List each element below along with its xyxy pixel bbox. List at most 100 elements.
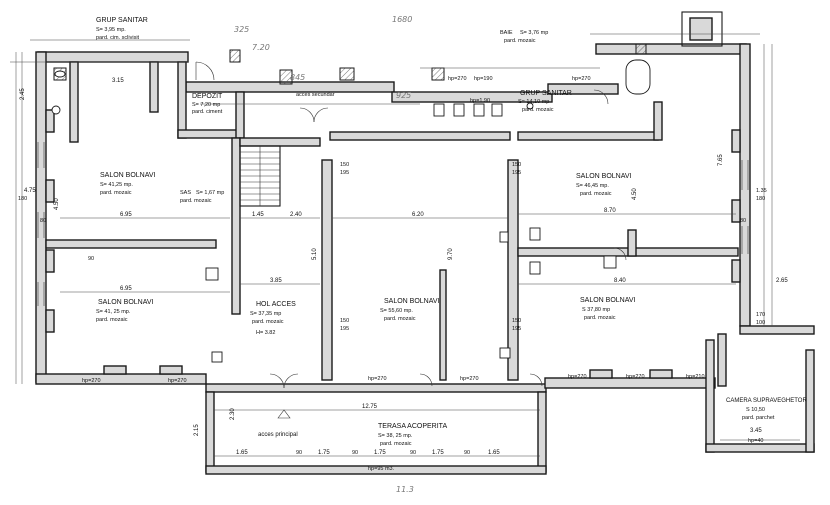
plan-text: 195 [512, 170, 521, 176]
room-floor: pard. mozaic [96, 317, 128, 323]
plan-text: 195 [340, 170, 349, 176]
plan-text: hp=40 [748, 438, 763, 444]
plan-text: 4.50 [54, 198, 60, 210]
wall-pilasters [45, 109, 741, 379]
room-name: HOL ACCES [256, 301, 296, 308]
plan-text: 7.20 [252, 43, 270, 52]
doors [195, 61, 627, 389]
room-salon-sw: SALON BOLNAVI S= 41, 25 mp. pard. mozaic [96, 299, 154, 323]
room-name: SALON BOLNAVI [100, 172, 156, 179]
plan-text: 11.3 [396, 485, 414, 494]
plan-text: 3.45 [750, 428, 762, 434]
room-area: S= 41, 25 mp. [96, 309, 131, 315]
room-name: SALON BOLNAVI [580, 297, 636, 304]
room-floor: pard. mozaic [522, 107, 554, 113]
plan-text: 2.65 [776, 278, 788, 284]
plan-text: hp=270 [168, 378, 187, 384]
plan-text: 150 [512, 162, 521, 168]
room-name: TERASA ACOPERITA [378, 423, 447, 430]
plan-text: 845 [290, 73, 305, 82]
room-floor: pard. mozaic [252, 319, 284, 325]
room-salon-nw: SALON BOLNAVI S= 41,25 mp. pard. mozaic [100, 172, 156, 196]
fixtures [51, 59, 651, 363]
room-floor: pard. parchet [742, 415, 775, 421]
plan-text: 90 [88, 256, 94, 262]
plan-text: 170 [756, 312, 765, 318]
plan-text: 1.65 [236, 450, 248, 456]
room-floor: pard. mozaic [584, 315, 616, 321]
room-area: S= 3,76 mp [520, 30, 548, 36]
plan-text: 1.75 [318, 450, 330, 456]
plan-text: 9.70 [448, 248, 454, 260]
plan-text: 195 [512, 326, 521, 332]
plan-text: 6.95 [120, 286, 132, 292]
room-area: S= 37,35 mp [250, 311, 281, 317]
room-salon-center: SALON BOLNAVI S= 55,60 mp. pard. mozaic [380, 298, 440, 322]
room-area: S 10,50 [746, 407, 765, 413]
height-marks: hp=270 hp=270 hp=270 hp=270 hp=270 hp=27… [82, 76, 763, 472]
plan-text: 6.20 [412, 212, 424, 218]
plan-text: 2.40 [290, 212, 302, 218]
plan-text: 6.95 [120, 212, 132, 218]
room-floor: pard. cim. sclivisit [96, 35, 140, 41]
room-camera-supraveghetor: CAMERA SUPRAVEGHETOR S 10,50 pard. parch… [726, 398, 807, 421]
plan-text: 150 [340, 162, 349, 168]
plan-text: 3.15 [112, 78, 124, 84]
room-grup-sanitar-right: GRUP SANITAR S= 14,10 mp pard. mozaic [518, 90, 572, 113]
acces-principal-label: acces principal [258, 432, 298, 438]
plan-text: 4.50 [632, 188, 638, 200]
plan-text: 5.10 [312, 248, 318, 260]
plan-text: 90 [352, 450, 358, 456]
plan-text: 2.15 [194, 424, 200, 436]
plan-text: 180 [18, 196, 27, 202]
room-area: S 37,80 mp [582, 307, 610, 313]
room-salon-ne: SALON BOLNAVI S= 46,45 mp. pard. mozaic [576, 173, 632, 197]
room-area: S= 55,60 mp. [380, 308, 413, 314]
room-floor: pard. mozaic [580, 191, 612, 197]
interior-walls [45, 61, 739, 387]
room-floor: pard. mozaic [380, 441, 412, 447]
plan-text: 195 [340, 326, 349, 332]
plan-text: 90 [410, 450, 416, 456]
plan-text: 2.30 [230, 408, 236, 420]
plan-text: 1.45 [252, 212, 264, 218]
plan-text: hp=270 [460, 376, 479, 382]
handwritten-notes: 1680 325 7.20 845 925 11.3 [234, 15, 414, 494]
plan-text: 7.65 [718, 154, 724, 166]
room-name: SAS [180, 190, 191, 196]
plan-text: 3.85 [270, 278, 282, 284]
plan-text: 1.35 [756, 188, 767, 194]
plan-text: 180 [756, 196, 765, 202]
room-height: H= 3.82 [256, 330, 275, 336]
room-salon-se: SALON BOLNAVI S 37,80 mp pard. mozaic [580, 297, 636, 321]
plan-text: hp=270 [626, 374, 645, 380]
room-name: SALON BOLNAVI [576, 173, 632, 180]
plan-text: hp=95 m3. [368, 466, 395, 472]
plan-text: 150 [340, 318, 349, 324]
room-name: GRUP SANITAR [96, 17, 148, 24]
room-area: S= 1,67 mp [196, 190, 224, 196]
plan-text: 2.45 [20, 88, 26, 100]
plan-text: hp=1.90 [470, 98, 490, 104]
room-grup-sanitar-left: GRUP SANITAR S= 3,95 mp. pard. cim. scli… [96, 17, 148, 41]
plan-text: hp=270 [572, 76, 591, 82]
room-baie: BAIE S= 3,76 mp pard. mozaic [500, 30, 548, 44]
plan-text: hp=270 [368, 376, 387, 382]
corridor-label: acces secundar [296, 92, 335, 98]
chimney-blocks [53, 43, 647, 85]
room-floor: pard. mozaic [100, 190, 132, 196]
room-area: S= 46,45 mp. [576, 183, 609, 189]
room-floor: pard. mozaic [180, 198, 212, 204]
plan-text: 8.70 [604, 208, 616, 214]
plan-text: 925 [396, 91, 411, 100]
room-name: DEPOZIT [192, 93, 223, 100]
room-hol-acces: HOL ACCES S= 37,35 mp pard. mozaic H= 3.… [250, 301, 296, 336]
plan-text: hp=270 [448, 76, 467, 82]
plan-text: 80 [40, 218, 46, 224]
room-name: CAMERA SUPRAVEGHETOR [726, 398, 807, 404]
room-terasa: TERASA ACOPERITA S= 38, 25 mp. pard. moz… [378, 423, 447, 447]
plan-text: hp=270 [568, 374, 587, 380]
room-area: S= 38, 25 mp. [378, 433, 413, 439]
room-floor: pard. mozaic [384, 316, 416, 322]
